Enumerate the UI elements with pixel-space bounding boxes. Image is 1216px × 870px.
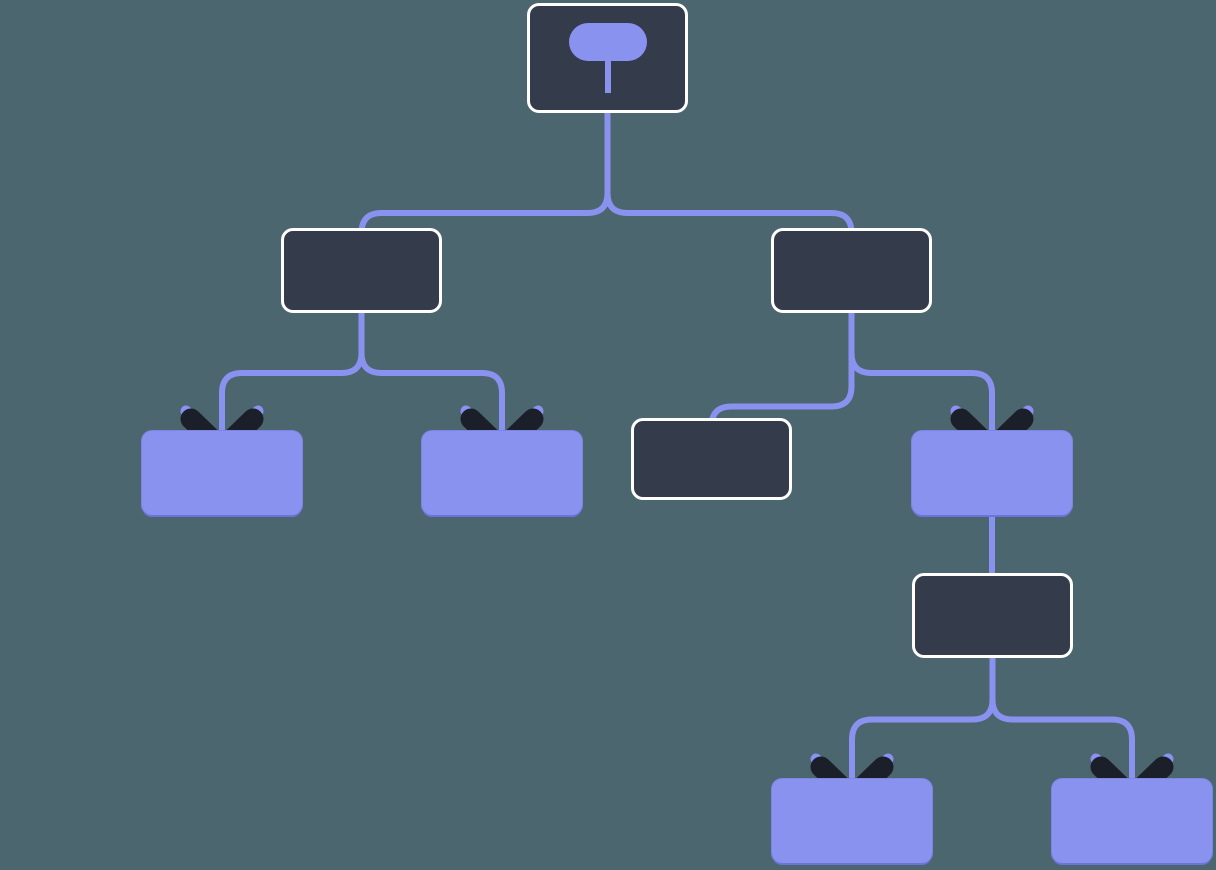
- tree-node-n8[interactable]: [772, 779, 932, 863]
- tree-node-n3[interactable]: [142, 431, 302, 515]
- tree-edge-e8: [989, 658, 1135, 781]
- tree-node-n0[interactable]: [527, 3, 688, 113]
- tree-edge-e7: [849, 658, 996, 781]
- edge-line: [989, 658, 1135, 781]
- tree-node-n5[interactable]: [631, 418, 792, 500]
- edge-line: [219, 313, 365, 433]
- tree-node-n4[interactable]: [422, 431, 582, 515]
- tree-node-n2[interactable]: [771, 228, 932, 313]
- pin-icon: [568, 23, 647, 93]
- tree-node-n1[interactable]: [281, 228, 442, 313]
- edge-line: [848, 313, 995, 433]
- tree-edge-e2: [219, 313, 365, 433]
- tree-edge-e3: [358, 313, 505, 433]
- tree-node-n7[interactable]: [912, 573, 1073, 658]
- pin-stem-icon: [604, 57, 611, 93]
- edge-line: [849, 658, 996, 781]
- edge-line: [358, 313, 505, 433]
- tree-edge-e5: [848, 313, 995, 433]
- pin-head-icon: [568, 23, 647, 61]
- tree-node-n6[interactable]: [912, 431, 1072, 515]
- tree-node-n9[interactable]: [1052, 779, 1212, 863]
